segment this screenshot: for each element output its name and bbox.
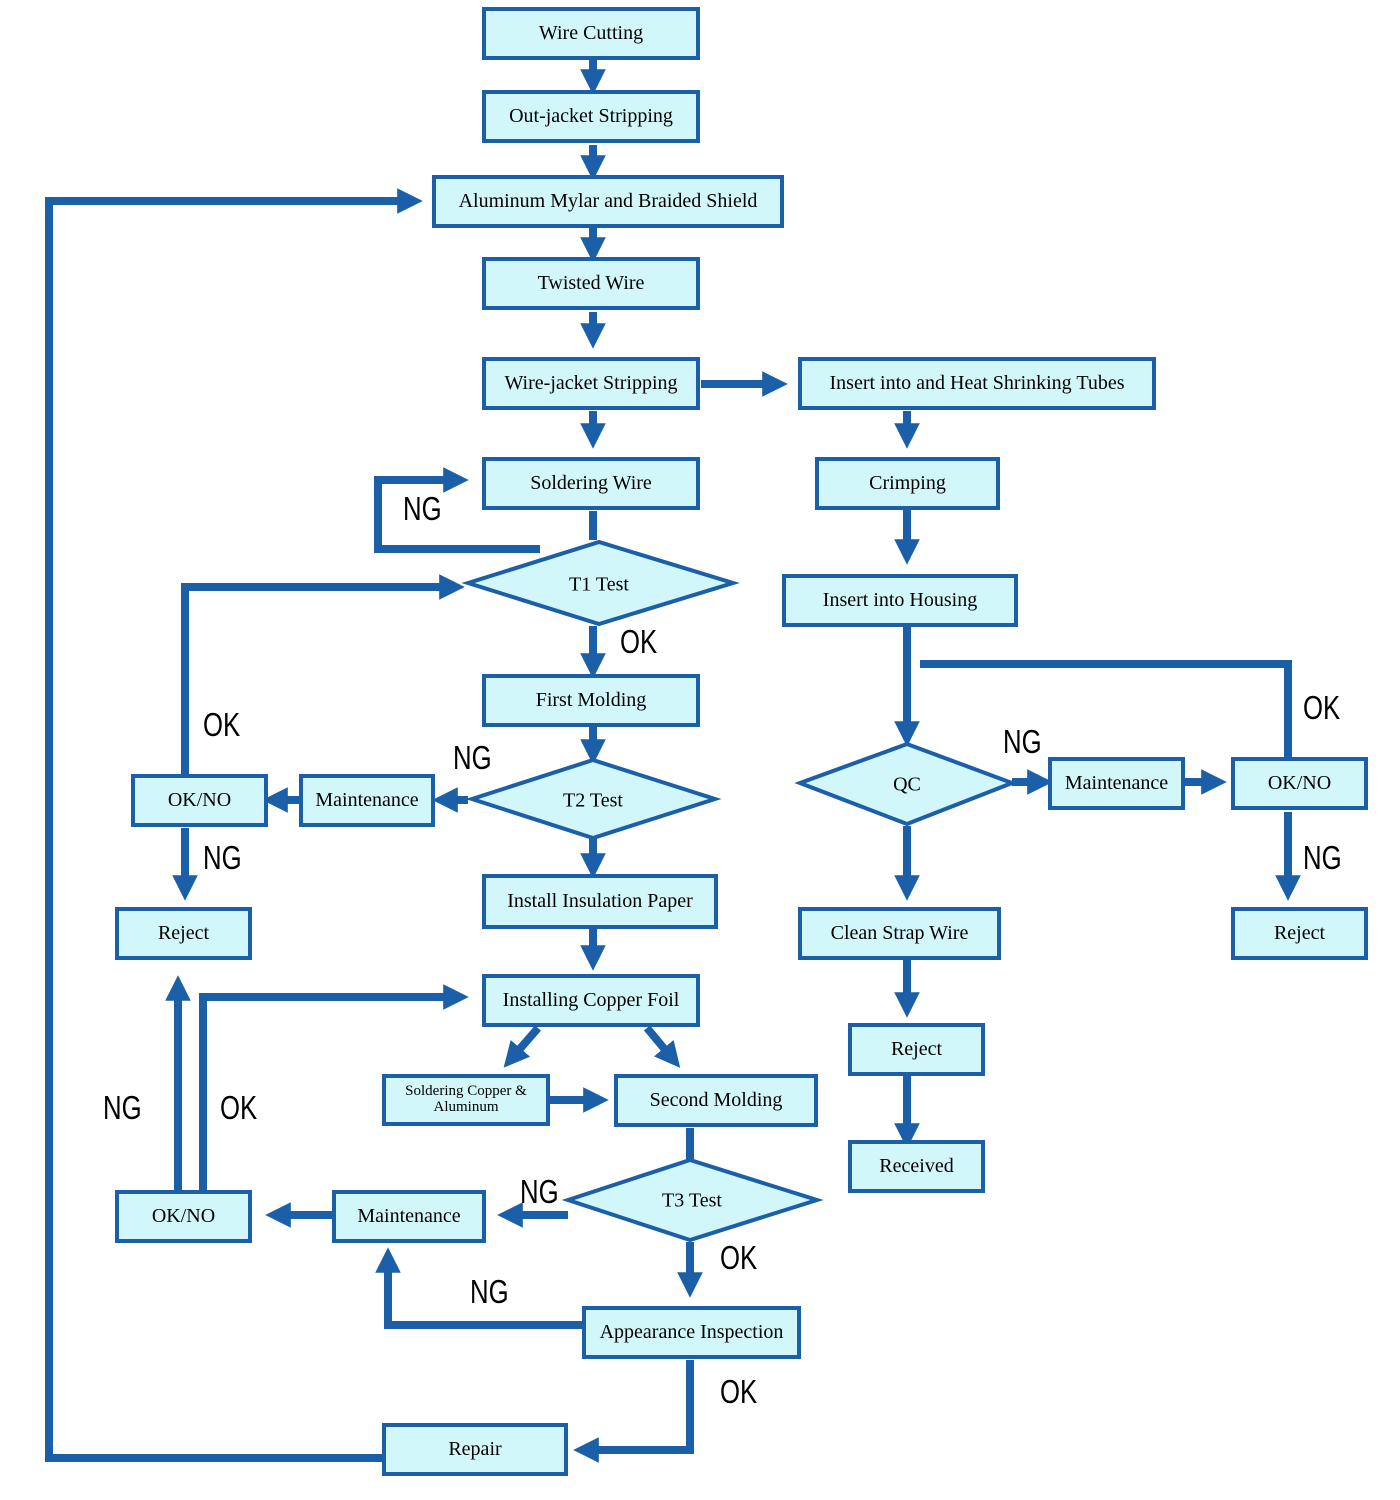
t3-oknog-box[interactable]: OK/NO (115, 1190, 252, 1243)
install-insulation-label: Install Insulation Paper (507, 890, 693, 912)
qc-oknog-box[interactable]: OK/NO (1231, 757, 1368, 810)
twisted-wire-box[interactable]: Twisted Wire (482, 257, 700, 310)
ng-t2-reject-tag: NG (203, 839, 242, 876)
wirejacket-stripping-box[interactable]: Wire-jacket Stripping (482, 357, 700, 410)
arrow-repair-loop-to-mylar (45, 188, 423, 1462)
reject-left-label: Reject (157, 922, 210, 944)
wire-cutting-box[interactable]: Wire Cutting (482, 7, 700, 60)
heat-shrinking-label: Insert into and Heat Shrinking Tubes (829, 372, 1125, 394)
ok-t1-tag: OK (620, 623, 658, 660)
ng-qc-tag: NG (1003, 723, 1042, 760)
ok-t3-tag: OK (720, 1239, 758, 1276)
wire-cutting-label: Wire Cutting (538, 22, 644, 44)
ng-soldering-tag: NG (403, 490, 442, 527)
ng-appearance-tag: NG (470, 1273, 509, 1310)
reject-right-label: Reject (1273, 922, 1326, 944)
outjacket-stripping-label: Out-jacket Stripping (509, 105, 673, 127)
insert-housing-label: Insert into Housing (822, 589, 978, 611)
t3-test-diamond (561, 1157, 824, 1243)
installing-copper-label: Installing Copper Foil (502, 989, 680, 1011)
arrow-t3-oknog-ok-to-copper (199, 984, 469, 1190)
install-insulation-box[interactable]: Install Insulation Paper (482, 874, 718, 929)
arrow-ng-soldering-loop (374, 467, 540, 553)
ok-qc-loop-tag: OK (1303, 689, 1341, 726)
twisted-wire-label: Twisted Wire (537, 272, 645, 294)
t2-maintenance-box[interactable]: Maintenance (299, 774, 435, 827)
t1-test-label[interactable]: T1 Test (569, 573, 629, 596)
installing-copper-box[interactable]: Installing Copper Foil (482, 974, 700, 1027)
received-label: Received (879, 1155, 954, 1177)
appearance-inspection-box[interactable]: Appearance Inspection (582, 1306, 801, 1359)
first-molding-label: First Molding (535, 689, 647, 711)
arrow-appearance-ng-to-maintenance (375, 1247, 582, 1329)
soldering-wire-label: Soldering Wire (530, 472, 652, 494)
insert-housing-box[interactable]: Insert into Housing (782, 574, 1018, 627)
qc-oknog-label: OK/NO (1267, 772, 1332, 794)
arrow-copper-to-soldering-copper (503, 1025, 542, 1068)
t2-test-diamond (465, 757, 722, 841)
repair-label: Repair (448, 1438, 502, 1460)
clean-strap-box[interactable]: Clean Strap Wire (798, 907, 1001, 960)
repair-box[interactable]: Repair (382, 1423, 568, 1476)
reject-left-box[interactable]: Reject (115, 907, 252, 960)
reject-qc-label: Reject (890, 1038, 943, 1060)
first-molding-box[interactable]: First Molding (482, 674, 700, 727)
crimping-box[interactable]: Crimping (815, 457, 1000, 510)
second-molding-label: Second Molding (649, 1089, 783, 1111)
appearance-inspection-label: Appearance Inspection (599, 1321, 784, 1343)
outjacket-stripping-box[interactable]: Out-jacket Stripping (482, 90, 700, 143)
qc-label[interactable]: QC (893, 773, 921, 796)
soldering-copper-label: Soldering Copper & Aluminum (405, 1083, 527, 1115)
wirejacket-stripping-label: Wire-jacket Stripping (504, 372, 678, 394)
t3-maintenance-label: Maintenance (357, 1205, 461, 1227)
arrow-copper-to-second-molding (643, 1025, 681, 1068)
aluminum-mylar-box[interactable]: Aluminum Mylar and Braided Shield (432, 175, 784, 228)
ng-t3-tag: NG (520, 1173, 559, 1210)
clean-strap-label: Clean Strap Wire (830, 922, 969, 944)
t2-maintenance-label: Maintenance (315, 789, 419, 811)
ng-t2-tag: NG (453, 739, 492, 776)
crimping-label: Crimping (869, 472, 946, 494)
heat-shrinking-box[interactable]: Insert into and Heat Shrinking Tubes (798, 357, 1156, 410)
t2-oknog-label: OK/NO (167, 789, 232, 811)
received-box[interactable]: Received (848, 1140, 985, 1193)
soldering-wire-box[interactable]: Soldering Wire (482, 457, 700, 510)
arrow-qc-oknog-ok-loop (920, 660, 1292, 757)
reject-right-box[interactable]: Reject (1231, 907, 1368, 960)
qc-maintenance-box[interactable]: Maintenance (1048, 757, 1185, 810)
aluminum-mylar-label: Aluminum Mylar and Braided Shield (458, 190, 758, 212)
arrow-oknog-ok-to-t1 (181, 574, 465, 774)
arrow-appearance-ok-to-repair (573, 1360, 694, 1463)
ok-appearance-tag: OK (720, 1373, 758, 1410)
t3-test-label[interactable]: T3 Test (662, 1189, 722, 1212)
qc-diamond (794, 741, 1018, 827)
ng-t3-reject-tag: NG (103, 1089, 142, 1126)
ng-qc-reject-tag: NG (1303, 839, 1342, 876)
qc-maintenance-label: Maintenance (1064, 772, 1169, 794)
soldering-copper-box[interactable]: Soldering Copper & Aluminum (382, 1074, 550, 1126)
second-molding-box[interactable]: Second Molding (614, 1074, 818, 1127)
t2-test-label[interactable]: T2 Test (563, 789, 623, 812)
t2-oknog-box[interactable]: OK/NO (131, 774, 268, 827)
ok-t2-loop-tag: OK (203, 706, 241, 743)
ok-t3-loop-tag: OK (220, 1089, 258, 1126)
t3-oknog-label: OK/NO (151, 1205, 216, 1227)
reject-qc-box[interactable]: Reject (848, 1023, 985, 1076)
t1-test-diamond (461, 539, 740, 627)
t3-maintenance-box[interactable]: Maintenance (332, 1190, 486, 1243)
